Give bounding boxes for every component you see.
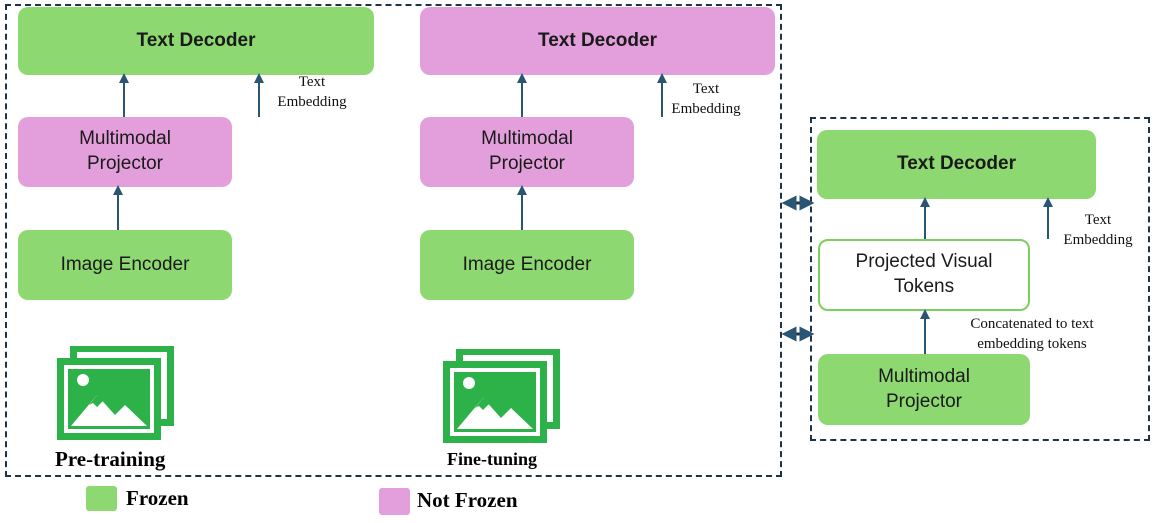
detail-projector-line1: Multimodal [878, 365, 970, 387]
pretraining-projector-line1: Multimodal [79, 128, 171, 150]
pretraining-image-encoder-label: Image Encoder [60, 253, 190, 275]
finetuning-caption: Fine-tuning [447, 449, 538, 469]
concatenated-line1: Concatenated to text [970, 316, 1094, 332]
finetuning-projector-line1: Multimodal [481, 128, 573, 150]
pretraining-text-embedding-line2: Embedding [277, 93, 347, 110]
pretraining-multimodal-projector: Multimodal Projector [18, 117, 232, 187]
concatenated-note: Concatenated to text embedding tokens [946, 315, 1118, 354]
detail-panel [810, 117, 1150, 441]
concatenated-line2: embedding tokens [977, 335, 1087, 352]
legend-not-frozen-label: Not Frozen [417, 488, 518, 512]
finetuning-text-decoder: Text Decoder [420, 7, 775, 75]
detail-text-embedding-line2: Embedding [1063, 231, 1133, 248]
finetuning-text-embedding-line1: Text [692, 81, 720, 97]
pretraining-text-embedding-note: Text Embedding [262, 73, 362, 112]
legend-frozen-swatch [86, 486, 117, 511]
legend-frozen-label: Frozen [126, 486, 189, 510]
detail-projector-line2: Projector [885, 390, 963, 412]
image-stack-icon [443, 349, 560, 443]
pretraining-caption: Pre-training [55, 447, 166, 471]
pretraining-text-decoder: Text Decoder [18, 7, 374, 75]
finetuning-image-encoder: Image Encoder [420, 230, 634, 300]
pretraining-text-embedding-line1: Text [298, 74, 326, 90]
visual-tokens-line1: Projected Visual [855, 251, 993, 273]
visual-tokens-line2: Tokens [893, 276, 955, 297]
legend-not-frozen-swatch [379, 488, 410, 515]
pretraining-projector-line2: Projector [86, 153, 164, 174]
finetuning-image-encoder-label: Image Encoder [462, 253, 592, 275]
pretraining-image-encoder: Image Encoder [18, 230, 232, 300]
detail-text-decoder-label: Text Decoder [897, 153, 1016, 175]
image-stack-icon [57, 346, 174, 440]
detail-text-embedding-note: Text Embedding [1050, 211, 1146, 250]
pretraining-text-decoder-label: Text Decoder [136, 29, 256, 51]
detail-text-decoder: Text Decoder [817, 130, 1096, 199]
training-stages-panel [5, 4, 782, 477]
finetuning-projector-line2: Projector [488, 153, 566, 174]
projected-visual-tokens: Projected Visual Tokens [818, 239, 1030, 311]
finetuning-multimodal-projector: Multimodal Projector [420, 117, 634, 187]
finetuning-text-embedding-line2: Embedding [671, 100, 741, 117]
detail-multimodal-projector: Multimodal Projector [818, 354, 1030, 425]
finetuning-text-decoder-label: Text Decoder [538, 29, 657, 51]
finetuning-text-embedding-note: Text Embedding [656, 80, 756, 119]
detail-text-embedding-line1: Text [1084, 212, 1112, 228]
